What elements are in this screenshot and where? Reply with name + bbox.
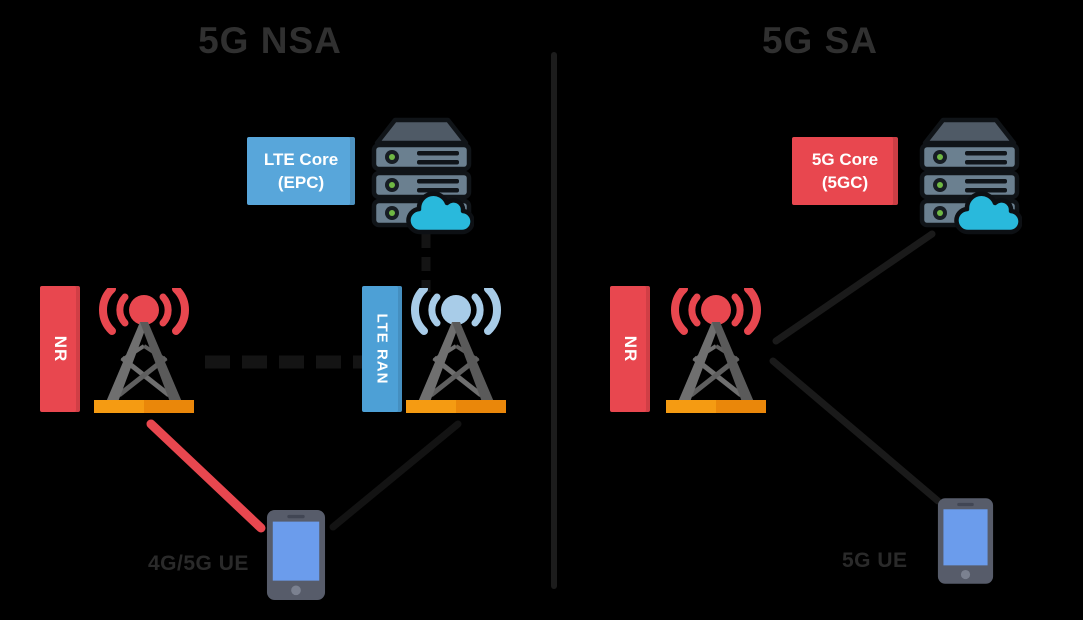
nr-to-5gcore-line	[772, 230, 936, 345]
cell-tower-icon	[401, 288, 511, 414]
nr-badge: NR	[40, 286, 80, 412]
smartphone-icon	[937, 494, 994, 588]
lte-core-label-line1: LTE Core	[263, 150, 339, 169]
fiveg-core-box: 5G Core (5GC)	[792, 137, 898, 205]
fiveg-core-label-line2: (5GC)	[821, 173, 869, 192]
lte-ran-to-ue-line	[329, 420, 462, 531]
lte-core-label-line2: (EPC)	[277, 173, 325, 192]
sa-section-title: 5G SA	[761, 20, 879, 61]
ue-label: 4G/5G UE	[148, 552, 249, 575]
lte-ran-badge: LTE RAN	[362, 286, 402, 412]
nr-badge: NR	[610, 286, 650, 412]
nr-badge-label: NR	[621, 335, 640, 363]
server-rack-cloud-icon	[369, 116, 474, 236]
fiveg-core-label-line1: 5G Core	[811, 150, 879, 169]
nr-to-5gue-line	[769, 357, 942, 505]
nr-to-ue-red-line	[146, 419, 266, 533]
ue-label: 5G UE	[842, 549, 908, 572]
nsa-section-title: 5G NSA	[198, 20, 342, 61]
section-divider-line	[551, 52, 557, 589]
cell-tower-icon	[89, 288, 199, 414]
smartphone-icon	[266, 508, 326, 602]
lte-ran-badge-label: LTE RAN	[373, 313, 391, 385]
cell-tower-icon	[661, 288, 771, 414]
lte-core-box: LTE Core (EPC)	[247, 137, 355, 205]
server-rack-cloud-icon	[917, 116, 1022, 236]
nr-badge-label: NR	[51, 335, 70, 363]
